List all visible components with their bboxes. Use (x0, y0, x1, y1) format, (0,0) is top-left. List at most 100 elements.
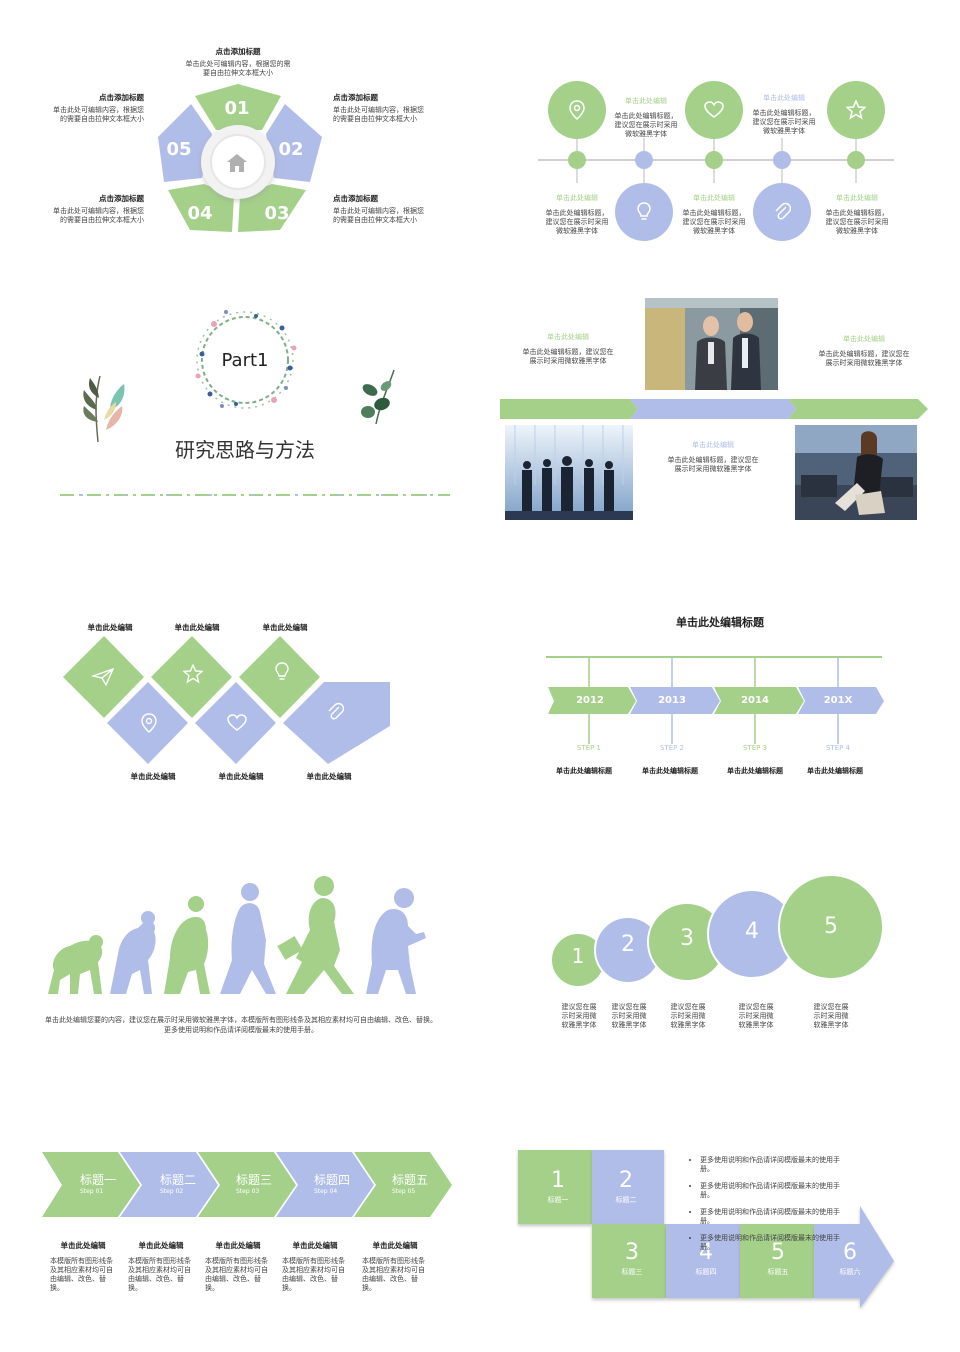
circle-number-3[interactable]: 3 (680, 926, 694, 951)
s9-item-3-body[interactable]: 本模版所有图形线条及其相应素材均可自由编辑、改色、替换。 (205, 1257, 268, 1292)
s5-bottom-label-2[interactable]: 单击此处编辑 (218, 772, 264, 781)
chevron-4[interactable]: 标题四 Step 04 (314, 1171, 374, 1195)
s1-right-top-body[interactable]: 单击此处可编辑内容，根据您的需要自由拉伸文本框大小 (333, 106, 424, 123)
s2-bottom-item-3-title[interactable]: 单击此处编辑 (836, 194, 878, 202)
chevron-2[interactable]: 标题二 Step 02 (160, 1171, 220, 1195)
s8-caption-5[interactable]: 建议您在展示时采用微软雅黑字体 (813, 1003, 849, 1029)
s9-item-1-title[interactable]: 单击此处编辑 (60, 1241, 106, 1250)
circle-number-4[interactable]: 4 (745, 919, 759, 944)
s4-item-1-body[interactable]: 单击此处编辑标题，建议您在展示时采用微软雅黑字体 (522, 348, 614, 365)
s1-right-bottom-title[interactable]: 点击添加标题 (333, 194, 378, 203)
s1-left-bottom-title[interactable]: 点击添加标题 (99, 194, 144, 203)
s1-left-top-body[interactable]: 单击此处可编辑内容，根据您的需要自由拉伸文本框大小 (53, 106, 144, 123)
year-2014[interactable]: 2014 (741, 695, 769, 706)
s2-bottom-item-1-body[interactable]: 单击此处编辑标题，建议您在展示时采用微软雅黑字体 (545, 209, 609, 235)
s8-caption-3[interactable]: 建议您在展示时采用微软雅黑字体 (670, 1003, 706, 1029)
bullet-item-2[interactable]: 更多使用说明和作品请详阅模版最末的使用手册。 (700, 1182, 850, 1200)
s9-item-4-title[interactable]: 单击此处编辑 (292, 1241, 338, 1250)
block-6[interactable]: 6 标题六 (830, 1240, 870, 1277)
circle-number-1[interactable]: 1 (571, 944, 585, 968)
block-4[interactable]: 4 标题四 (686, 1240, 726, 1277)
s4-item-3-title[interactable]: 单击此处编辑 (692, 441, 734, 449)
s4-item-2-title[interactable]: 单击此处编辑 (843, 335, 885, 343)
year-2012[interactable]: 2012 (576, 695, 604, 706)
s8-caption-4[interactable]: 建议您在展示时采用微软雅黑字体 (738, 1003, 774, 1029)
bullet-item-3[interactable]: 更多使用说明和作品请详阅模版最末的使用手册。 (700, 1208, 850, 1226)
s6-title[interactable]: 单击此处编辑标题 (676, 616, 764, 629)
s2-bottom-item-2-body[interactable]: 单击此处编辑标题，建议您在展示时采用微软雅黑字体 (682, 209, 746, 235)
s9-item-3-title[interactable]: 单击此处编辑 (215, 1241, 261, 1250)
part-label[interactable]: Part1 (221, 350, 269, 371)
s9-item-2-title[interactable]: 单击此处编辑 (138, 1241, 184, 1250)
segment-number-04: 04 (187, 203, 213, 224)
block-2[interactable]: 2 标题二 (606, 1168, 646, 1205)
chevron-5[interactable]: 标题五 Step 05 (392, 1171, 452, 1195)
photo-silhouettes[interactable] (505, 425, 633, 520)
s2-bottom-item-3-body[interactable]: 单击此处编辑标题，建议您在展示时采用微软雅黑字体 (825, 209, 889, 235)
segment-02[interactable] (266, 104, 322, 182)
s4-item-2-body[interactable]: 单击此处编辑标题，建议您在展示时采用微软雅黑字体 (818, 350, 910, 367)
bullet-list: 更多使用说明和作品请详阅模版最末的使用手册。 更多使用说明和作品请详阅模版最末的… (690, 1156, 850, 1252)
s5-bottom-label-3[interactable]: 单击此处编辑 (306, 772, 352, 781)
s2-bottom-item-2-title[interactable]: 单击此处编辑 (693, 194, 735, 202)
step-2: STEP 2 (659, 744, 685, 752)
photo-business-men[interactable] (645, 298, 778, 390)
s6-caption-1[interactable]: 单击此处编辑标题 (556, 767, 612, 775)
s9-item-4-body[interactable]: 本模版所有图形线条及其相应素材均可自由编辑、改色、替换。 (282, 1257, 345, 1292)
s5-top-label-3[interactable]: 单击此处编辑 (262, 623, 308, 632)
block-2-num: 2 (619, 1168, 633, 1193)
bullet-item-1[interactable]: 更多使用说明和作品请详阅模版最末的使用手册。 (700, 1156, 850, 1174)
circle-number-5[interactable]: 5 (824, 914, 838, 939)
s1-right-bottom-text: 点击添加标题 单击此处可编辑内容，根据您的需要自由拉伸文本框大小 (333, 193, 429, 225)
s2-bottom-item-1-title[interactable]: 单击此处编辑 (556, 194, 598, 202)
s5-bottom-label-1[interactable]: 单击此处编辑 (130, 772, 176, 781)
s1-left-top-title[interactable]: 点击添加标题 (99, 93, 144, 102)
s1-right-bottom-body[interactable]: 单击此处可编辑内容，根据您的需要自由拉伸文本框大小 (333, 207, 424, 224)
s5-top-label-1[interactable]: 单击此处编辑 (87, 623, 133, 632)
s2-top-item-2-body[interactable]: 单击此处编辑标题，建议您在展示时采用微软雅黑字体 (752, 109, 816, 135)
circle-number-2[interactable]: 2 (621, 932, 635, 957)
staircase-blocks (518, 1150, 894, 1308)
s9-item-5-body[interactable]: 本模版所有图形线条及其相应素材均可自由编辑、改色、替换。 (362, 1257, 425, 1292)
s7-body[interactable]: 单击此处编辑您要的内容，建议您在展示时采用微软雅黑字体，本模版所有图形线条及其相… (45, 1016, 437, 1034)
s6-caption-2[interactable]: 单击此处编辑标题 (642, 767, 698, 775)
segment-03[interactable] (238, 184, 306, 232)
s1-left-bottom-body[interactable]: 单击此处可编辑内容，根据您的需要自由拉伸文本框大小 (53, 207, 144, 224)
block-3[interactable]: 3 标题三 (612, 1240, 652, 1277)
segment-01[interactable] (195, 84, 281, 130)
block-1[interactable]: 1 标题一 (538, 1168, 578, 1205)
year-201x[interactable]: 201X (823, 695, 853, 706)
s9-item-1-body[interactable]: 本模版所有图形线条及其相应素材均可自由编辑、改色、替换。 (50, 1257, 113, 1292)
photo-businesswoman[interactable] (795, 425, 917, 520)
s8-caption-1[interactable]: 建议您在展示时采用微软雅黑字体 (561, 1003, 597, 1029)
block-6-num: 6 (843, 1240, 857, 1265)
s6-caption-3[interactable]: 单击此处编辑标题 (727, 767, 783, 775)
s4-item-3-body[interactable]: 单击此处编辑标题，建议您在展示时采用微软雅黑字体 (667, 456, 759, 473)
s1-right-top-title[interactable]: 点击添加标题 (333, 93, 378, 102)
bullet-item-4[interactable]: 更多使用说明和作品请详阅模版最末的使用手册。 (700, 1234, 850, 1252)
chevron-3[interactable]: 标题三 Step 03 (236, 1171, 296, 1195)
paperclip-icon (775, 202, 791, 220)
year-2013[interactable]: 2013 (658, 695, 686, 706)
s5-top-label-2[interactable]: 单击此处编辑 (174, 623, 220, 632)
chevron-3-step: Step 03 (236, 1188, 260, 1195)
segment-04[interactable] (168, 184, 234, 232)
s2-top-item-1-body[interactable]: 单击此处编辑标题，建议您在展示时采用微软雅黑字体 (614, 112, 678, 138)
s9-item-2-body[interactable]: 本模版所有图形线条及其相应素材均可自由编辑、改色、替换。 (128, 1257, 191, 1292)
s1-top-body[interactable]: 单击此处可编辑内容，根据您的需要自由拉伸文本框大小 (185, 60, 291, 77)
s2-top-item-2-title[interactable]: 单击此处编辑 (763, 94, 805, 102)
s9-item-5-title[interactable]: 单击此处编辑 (372, 1241, 418, 1250)
s4-item-1-title[interactable]: 单击此处编辑 (547, 333, 589, 341)
segment-05[interactable] (158, 104, 212, 182)
segment-number-01: 01 (224, 98, 250, 119)
s6-caption-4[interactable]: 单击此处编辑标题 (807, 767, 863, 775)
step-3: STEP 3 (742, 744, 768, 752)
section-title[interactable]: 研究思路与方法 (175, 438, 315, 462)
home-icon (227, 154, 247, 172)
chevron-1-title: 标题一 (80, 1173, 117, 1187)
block-5[interactable]: 5 标题五 (758, 1240, 798, 1277)
s1-top-title[interactable]: 点击添加标题 (215, 47, 261, 56)
s2-top-item-1-title[interactable]: 单击此处编辑 (625, 97, 667, 105)
s8-caption-2[interactable]: 建议您在展示时采用微软雅黑字体 (611, 1003, 647, 1029)
chevron-1[interactable]: 标题一 Step 01 (80, 1171, 140, 1195)
